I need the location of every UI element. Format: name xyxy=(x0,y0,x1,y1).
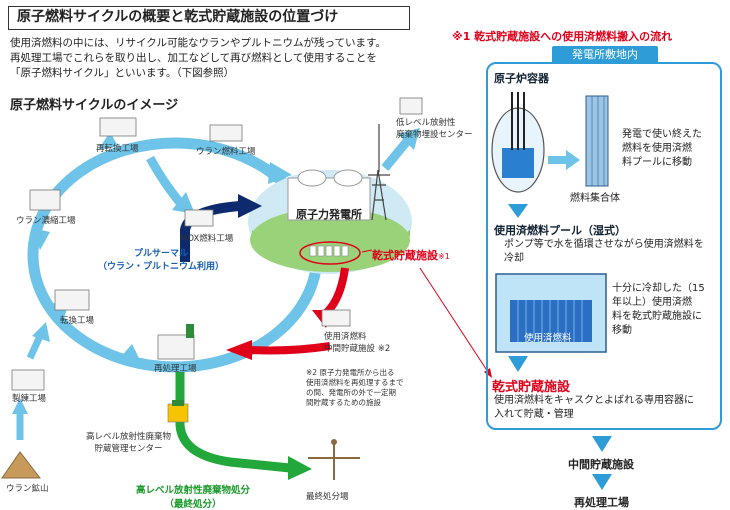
interim-line: 使用済燃料 xyxy=(324,332,367,342)
reactor-desc-line: 燃料を使用済燃 xyxy=(622,143,692,154)
mox-icon xyxy=(184,209,214,227)
hlw-disposal-line: 高レベル放射性廃棄物処分 xyxy=(136,485,251,496)
intro-text: 使用済燃料の中には、リサイクル可能なウランやプルトニウムが残っています。 再処理… xyxy=(10,36,430,81)
reprocessing-icon xyxy=(157,334,195,360)
flow-heading: ※1 乾式貯蔵施設への使用済燃料搬入の流れ xyxy=(452,30,673,43)
label-hlw-center: 高レベル放射性廃棄物 貯蔵管理センター xyxy=(86,430,171,454)
cycle-heading: 原子燃料サイクルのイメージ xyxy=(10,98,179,113)
intro-line: 使用済燃料の中には、リサイクル可能なウランやプルトニウムが残っています。 xyxy=(10,37,386,49)
note-line: の間、発電所の外で一定期 xyxy=(306,388,396,397)
note-line: 使用済燃料を再処理するまで xyxy=(306,378,404,387)
dry-desc-line: 使用済燃料をキャスクとよばれる専用容器に xyxy=(494,395,694,406)
hlw-green-arrow xyxy=(175,372,291,473)
pluthermal-line: （ウラン・プルトニウム利用） xyxy=(98,262,225,272)
next-interim: 中間貯蔵施設 xyxy=(568,458,634,471)
final-site-icon xyxy=(308,439,360,480)
pool-label: 使用済燃料 xyxy=(524,333,572,344)
label-final-site: 最終処分場 xyxy=(306,492,349,502)
pool-side-desc: 十分に冷却した（15 年以上）使用済燃 料を乾式貯蔵施設に 移動 xyxy=(612,282,705,338)
label-refining: 製錬工場 xyxy=(12,394,47,404)
lowlevel-line: 低レベル放射性 xyxy=(396,118,456,128)
dry-storage-text: 乾式貯蔵施設 xyxy=(372,249,438,262)
lowlevel-line: 廃棄物埋設センター xyxy=(396,130,473,140)
reactor-desc-line: 料プールに移動 xyxy=(622,157,692,168)
intro-line: 「原子燃料サイクル」といいます。（下図参照） xyxy=(10,67,235,79)
refining-icon xyxy=(11,369,45,391)
dry-storage-title: 乾式貯蔵施設 xyxy=(492,380,571,395)
label-conversion: 転換工場 xyxy=(60,316,95,326)
pool-desc: ポンプ等で水を循環させながら使用済燃料を 冷却 xyxy=(504,238,704,266)
label-uranium-fuel: ウラン燃料工場 xyxy=(196,147,256,157)
npp-to-lowlevel-arrow xyxy=(381,137,412,171)
pool-title: 使用済燃料プール（湿式） xyxy=(494,224,626,237)
ring-arrowhead xyxy=(268,162,292,184)
mine-icon xyxy=(1,451,42,479)
label-enrichment: ウラン濃縮工場 xyxy=(16,216,76,226)
hlw-center-line: 高レベル放射性廃棄物 xyxy=(86,432,172,442)
tower-icon xyxy=(368,169,390,221)
hlw-center-line: 貯蔵管理センター xyxy=(94,444,163,454)
label-dry-storage: 乾式貯蔵施設※1 xyxy=(372,247,450,263)
reconversion-icon xyxy=(99,117,137,137)
ring-arrowhead xyxy=(118,344,140,360)
conversion-icon xyxy=(54,289,90,311)
hlw-disposal-line: （最終処分） xyxy=(164,499,222,510)
dry-desc-line: 入れて貯蔵・管理 xyxy=(494,409,574,420)
lowlevel-icon xyxy=(399,97,423,115)
ring-arrowhead xyxy=(98,132,118,150)
reactor-title: 原子炉容器 xyxy=(494,72,549,85)
reactor-desc: 発電で使い終えた 燃料を使用済燃 料プールに移動 xyxy=(622,128,702,170)
label-mox: MOX燃料工場 xyxy=(180,234,234,244)
page-title: 原子燃料サイクルの概要と乾式貯蔵施設の位置づけ xyxy=(8,6,410,30)
intro-line: 再処理工場でこれらを取り出し、加工などして再び燃料として使用することを xyxy=(10,52,377,64)
pointer-line xyxy=(419,267,489,373)
dry-storage-mark: ※1 xyxy=(438,252,450,261)
interim-icon xyxy=(321,309,351,327)
pluthermal-line: プルサーマル xyxy=(134,249,189,259)
label-lowlevel: 低レベル放射性 廃棄物埋設センター xyxy=(396,116,473,140)
pool-side-line: 料を乾式貯蔵施設に xyxy=(612,311,702,322)
pool-side-line: 移動 xyxy=(612,325,632,336)
refining-to-conversion-arrow xyxy=(26,334,44,360)
hlw-center-icon xyxy=(167,403,189,423)
dry-storage-highlight xyxy=(299,241,361,265)
fuel-assembly-icon xyxy=(585,95,609,187)
interim-to-reprocessing-arrow xyxy=(249,342,331,355)
hlw-disposal-label: 高レベル放射性廃棄物処分 （最終処分） xyxy=(136,482,250,510)
note-line: ※2 原子力発電所から出る xyxy=(306,368,395,377)
enrichment-icon xyxy=(29,189,61,211)
label-reprocessing: 再処理工場 xyxy=(154,364,197,374)
note-line: 間貯蔵するための施設 xyxy=(306,398,381,407)
reconversion-to-mox-arrow xyxy=(146,155,186,208)
label-reconversion: 再転換工場 xyxy=(96,144,139,154)
uranium-fuel-icon xyxy=(209,124,243,142)
pluthermal-label: プルサーマル （ウラン・プルトニウム利用） xyxy=(98,246,224,272)
pool-desc-line: ポンプ等で水を循環させながら使用済燃料を xyxy=(504,239,704,250)
pool-side-line: 年以上）使用済燃 xyxy=(612,297,692,308)
label-mine: ウラン鉱山 xyxy=(6,484,49,494)
pool-side-line: 十分に冷却した（15 xyxy=(612,283,705,294)
next-reprocessing: 再処理工場 xyxy=(574,496,629,509)
interim-line: 中間貯蔵施設 ※2 xyxy=(324,344,391,354)
fuel-assembly-label: 燃料集合体 xyxy=(570,193,620,204)
ring-arrowhead xyxy=(32,228,50,250)
site-panel-label: 発電所敷地内 xyxy=(552,46,658,64)
note-2: ※2 原子力発電所から出る 使用済燃料を再処理するまで の間、発電所の外で一定期… xyxy=(306,368,404,408)
label-npp: 原子力発電所 xyxy=(296,208,362,221)
reactor-desc-line: 発電で使い終えた xyxy=(622,129,702,140)
pool-desc-line: 冷却 xyxy=(504,253,524,264)
label-interim: 使用済燃料 中間貯蔵施設 ※2 xyxy=(324,330,390,354)
dry-storage-desc: 使用済燃料をキャスクとよばれる専用容器に 入れて貯蔵・管理 xyxy=(494,394,694,422)
